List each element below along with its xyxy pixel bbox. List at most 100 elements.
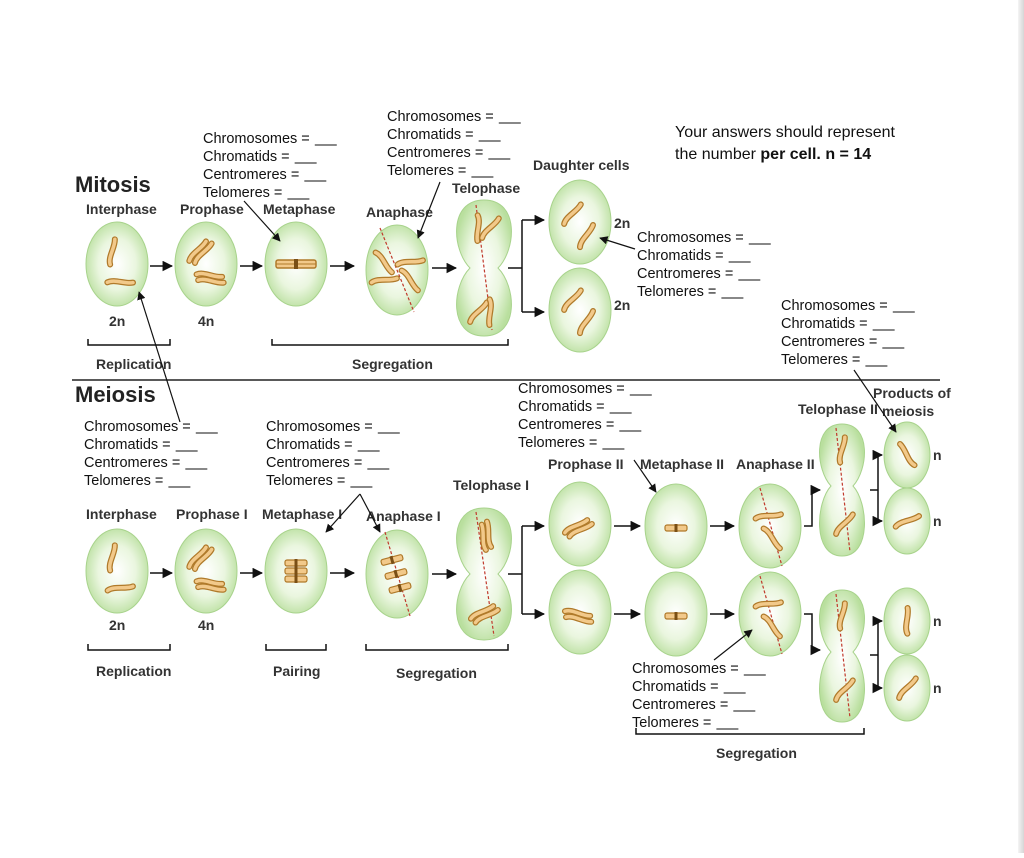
note-line-2-prefix: the number (675, 146, 760, 163)
meiosis-metaphase1-cell (264, 528, 328, 614)
mitosis-prophase-ploidy: 4n (198, 313, 214, 329)
meiosis-anaphase1-chromosomes-label: Chromosomes = (266, 419, 373, 435)
meiosis-interphase-centromeres-label: Centromeres = (84, 455, 180, 471)
pointer-lines (137, 181, 897, 661)
meiosis-interphase-chromosomes-label: Chromosomes = (84, 419, 191, 435)
note-line-2: the number per cell. n = 14 (675, 146, 871, 163)
meiosis-interphase-telomeres-label: Telomeres = (84, 473, 163, 489)
meiosis-anaphase2-answer-block: Chromosomes = Chromatids = Centromeres = Te… (632, 661, 766, 731)
meiosis-interphase-ploidy: 2n (109, 617, 125, 633)
meiosis-pairing-label: Pairing (273, 663, 320, 679)
meiosis-prophase2-cell-bottom (548, 569, 612, 655)
page-edge (1018, 0, 1024, 853)
mitosis-segregation-bracket (271, 339, 509, 346)
mitosis-telophase-centromeres-label: Centromeres = (387, 145, 483, 161)
mitosis-metaphase-chromosomes-label: Chromosomes = (203, 131, 310, 147)
mitosis-daughter-top-centromeres-label: Centromeres = (637, 266, 733, 282)
mitosis-anaphase-cell (365, 224, 429, 316)
meiosis-segregation1-label: Segregation (396, 665, 477, 681)
meiosis-prophase2-chromosomes-label: Chromosomes = (518, 381, 625, 397)
meiosis-interphase-answer-block: Chromosomes = Chromatids = Centromeres = Te… (84, 419, 218, 489)
meiosis-telophase2-cell-bottom (819, 589, 865, 723)
mitosis-telophase-label: Telophase (452, 180, 520, 196)
meiosis-prophase2-telomeres-label: Telomeres = (518, 435, 597, 451)
meiosis-anaphase1-centromeres-label: Centromeres = (266, 455, 362, 471)
mitosis-daughter-bottom-answer-block: Chromosomes =Chromatids =Centromeres =Te… (781, 298, 915, 368)
meiosis-anaphase2-centromeres-label: Centromeres = (632, 697, 728, 713)
meiosis-anaphase2-cell-top (738, 483, 802, 569)
meiosis-prophase2-answer-block: Chromosomes = Chromatids = Centromeres = Te… (518, 381, 652, 451)
mitosis-interphase-cell (85, 221, 149, 307)
mitosis-telophase-chromosomes-label: Chromosomes = (387, 109, 494, 125)
meiosis-prophase2-cell-top (548, 481, 612, 567)
mitosis-replication-label: Replication (96, 356, 171, 372)
meiosis-products-label-2: meiosis (882, 403, 934, 419)
meiosis-telophase2-cell-top (819, 423, 865, 557)
meiosis-prophase1-label: Prophase I (176, 506, 248, 522)
meiosis-segregation2-bracket (635, 728, 865, 735)
mitosis-daughter-top-telomeres-label: Telomeres = (637, 284, 716, 300)
meiosis-pairing-bracket (265, 644, 327, 651)
meiosis-interphase-chromatids-label: Chromatids = (84, 437, 171, 453)
mitosis-metaphase-telomeres-label: Telomeres = (203, 185, 282, 201)
meiosis-product-cell-4 (883, 654, 931, 722)
meiosis-prophase2-chromatids-label: Chromatids = (518, 399, 605, 415)
meiosis-interphase-cell (85, 528, 149, 614)
mitosis-daughter-bottom-chromosomes-label: Chromosomes = (781, 298, 888, 314)
meiosis-prophase2-centromeres-label: Centromeres = (518, 417, 614, 433)
mitosis-telophase-cell (456, 199, 512, 337)
meiosis-products-label-1: Products of (873, 385, 951, 401)
mitosis-daughter-top-chromosomes-label: Chromosomes = (637, 230, 744, 246)
mitosis-prophase-cell (174, 221, 238, 307)
mitosis-metaphase-answer-block: Chromosomes = Chromatids = Centromeres = Te… (203, 131, 337, 201)
meiosis-anaphase1-chromatids-label: Chromatids = (266, 437, 353, 453)
meiosis-anaphase1-telomeres-label: Telomeres = (266, 473, 345, 489)
meiosis-telophase1-cell (456, 507, 512, 641)
meiosis-product2-ploidy: n (933, 513, 942, 529)
meiosis-interphase-label: Interphase (86, 506, 157, 522)
meiosis-metaphase2-cell-top (644, 483, 708, 569)
mitosis-daughter-cell-top (548, 179, 612, 265)
meiosis-anaphase2-chromatids-label: Chromatids = (632, 679, 719, 695)
meiosis-telophase1-label: Telophase I (453, 477, 529, 493)
mitosis-daughter-cell-bottom (548, 267, 612, 353)
mitosis-telophase-answer-block: Chromosomes =Chromatids =Centromeres =Te… (387, 109, 521, 179)
meiosis-product-cell-2 (883, 487, 931, 555)
mitosis-metaphase-chromatids-label: Chromatids = (203, 149, 290, 165)
meiosis-segregation2-label: Segregation (716, 745, 797, 761)
meiosis-anaphase2-label: Anaphase II (736, 456, 815, 472)
meiosis-anaphase2-telomeres-label: Telomeres = (632, 715, 711, 731)
page-number: 16 (0, 760, 1, 774)
meiosis-segregation1-bracket (365, 644, 509, 651)
note-line-2-bold: per cell. n = 14 (760, 146, 871, 163)
meiosis-arrows (150, 449, 884, 694)
meiosis-metaphase2-label: Metaphase II (640, 456, 724, 472)
note-line-1: Your answers should represent (675, 124, 896, 141)
mitosis-metaphase-cell (264, 221, 328, 307)
meiosis-replication-bracket (87, 644, 171, 651)
mitosis-telophase-telomeres-label: Telomeres = (387, 163, 466, 179)
mitosis-daughter-top-chromatids-label: Chromatids = (637, 248, 724, 264)
mitosis-daughter-top-ploidy: 2n (614, 215, 630, 231)
mitosis-prophase-label: Prophase (180, 201, 244, 217)
meiosis-title: Meiosis (75, 382, 156, 407)
mitosis-arrows (150, 214, 546, 318)
meiosis-product1-ploidy: n (933, 447, 942, 463)
mitosis-anaphase-label: Anaphase (366, 204, 433, 220)
meiosis-anaphase1-label: Anaphase I (366, 508, 441, 524)
meiosis-prophase1-cell (174, 528, 238, 614)
mitosis-interphase-label: Interphase (86, 201, 157, 217)
meiosis-prophase2-label: Prophase II (548, 456, 623, 472)
meiosis-product3-ploidy: n (933, 613, 942, 629)
mitosis-daughter-bottom-ploidy: 2n (614, 297, 630, 313)
mitosis-title: Mitosis (75, 172, 151, 197)
meiosis-anaphase2-cell-bottom (738, 571, 802, 657)
meiosis-anaphase1-answer-block: Chromosomes = Chromatids = Centromeres = Te… (266, 419, 400, 489)
meiosis-anaphase2-chromosomes-label: Chromosomes = (632, 661, 739, 677)
meiosis-metaphase1-label: Metaphase I (262, 506, 342, 522)
meiosis-prophase1-ploidy: 4n (198, 617, 214, 633)
mitosis-daughter-label: Daughter cells (533, 157, 630, 173)
mitosis-metaphase-centromeres-label: Centromeres = (203, 167, 299, 183)
